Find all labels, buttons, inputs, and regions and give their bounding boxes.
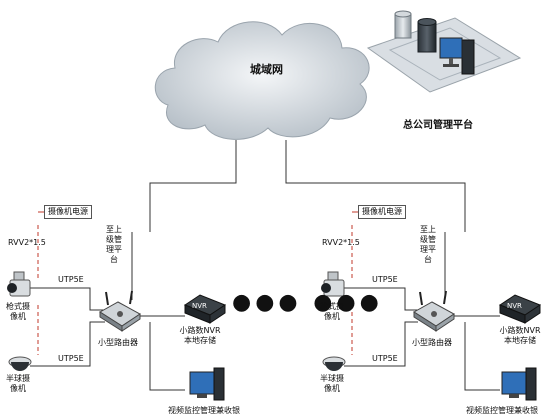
site-left-nvr-tag: NVR xyxy=(192,302,207,310)
hq-label: 总公司管理平台 xyxy=(403,120,473,131)
site-right-nvr-tag: NVR xyxy=(507,302,522,310)
site-left-power-cable-label: RVV2*1.5 xyxy=(8,238,46,247)
site-right-camera-power-box: 摄像机电源 xyxy=(358,205,406,219)
site-left-dome-camera-label: 半球摄像机 xyxy=(6,374,30,393)
site-left-camera-power-box: 摄像机电源 xyxy=(44,205,92,219)
site-left-bullet-camera-label: 枪式摄像机 xyxy=(6,302,30,321)
site-right-nvr-label: 小路数NVR本地存储 xyxy=(499,326,541,345)
site-right-bullet-camera-icon xyxy=(321,271,345,297)
site-right-cable-top-label: UTP5E xyxy=(372,275,398,284)
site-right-nvr-icon xyxy=(498,294,542,324)
site-right-power-cable-label: RVV2*1.5 xyxy=(322,238,360,247)
site-right-client-pc-icon xyxy=(501,367,537,401)
ellipsis: ●●● ●●● xyxy=(232,290,383,315)
hq-server-icon xyxy=(366,10,522,93)
site-right-client-label: 视频监控管理兼收银 xyxy=(466,406,538,415)
site-left-client-pc-icon xyxy=(189,367,225,401)
site-right-bullet-camera-label: 枪式摄像机 xyxy=(320,302,344,321)
site-right-dome-camera-icon xyxy=(322,356,346,371)
site-right-cable-bottom-label: UTP5E xyxy=(372,354,398,363)
site-right-router-icon xyxy=(413,290,455,332)
site-right-uplink-label: 至上级管理平台 xyxy=(420,225,436,264)
wan-label: 城域网 xyxy=(250,63,283,76)
wan-links xyxy=(131,140,466,300)
site-left-cable-bottom-label: UTP5E xyxy=(58,354,84,363)
site-left-router-label: 小型路由器 xyxy=(98,338,138,347)
wan-cloud-icon xyxy=(154,21,370,140)
site-left-nvr-label: 小路数NVR本地存储 xyxy=(179,326,221,345)
site-right-router-label: 小型路由器 xyxy=(412,338,452,347)
site-left-links xyxy=(30,211,185,391)
site-left-router-icon xyxy=(99,290,141,332)
site-left-dome-camera-icon xyxy=(8,356,32,371)
site-left-client-label: 视频监控管理兼收银 xyxy=(168,406,240,415)
site-left-uplink-label: 至上级管理平台 xyxy=(106,225,122,264)
site-left-nvr-icon xyxy=(183,294,227,324)
site-right-dome-camera-label: 半球摄像机 xyxy=(320,374,344,393)
site-left-bullet-camera-icon xyxy=(7,271,31,297)
site-left-cable-top-label: UTP5E xyxy=(58,275,84,284)
